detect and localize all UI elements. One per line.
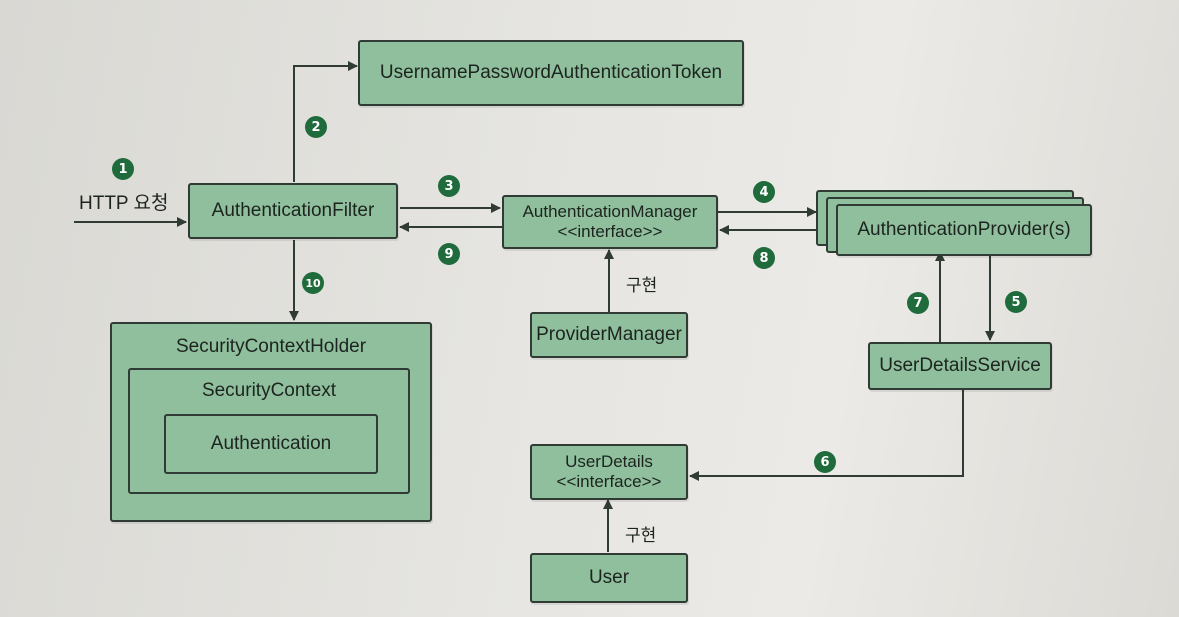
step-4-badge: 4 [753, 181, 775, 203]
user-box: User [530, 553, 688, 603]
authentication-filter-box: AuthenticationFilter [188, 183, 398, 239]
step-6-badge: 6 [814, 451, 836, 473]
http-request-label: HTTP 요청 [79, 193, 169, 214]
security-context-box: SecurityContext Authentication [128, 368, 410, 494]
authentication-filter-label: AuthenticationFilter [211, 200, 375, 222]
step-9-badge: 9 [438, 243, 460, 265]
user-label: User [588, 567, 630, 589]
token-label: UsernamePasswordAuthenticationToken [379, 62, 723, 84]
step-7-badge: 7 [907, 292, 929, 314]
arrow-step2-to-token [293, 61, 358, 182]
step-1-badge: 1 [112, 158, 134, 180]
step-3-badge: 3 [438, 175, 460, 197]
user-details-label: UserDetails [565, 452, 653, 472]
user-details-stereotype: <<interface>> [556, 472, 662, 491]
implements-user-label: 구현 [625, 526, 657, 545]
user-details-service-box: UserDetailsService [868, 342, 1052, 390]
authentication-manager-box: AuthenticationManager <<interface>> [502, 195, 718, 249]
implements-manager-label: 구현 [626, 276, 658, 295]
user-details-box: UserDetails <<interface>> [530, 444, 688, 500]
step-8-badge: 8 [753, 247, 775, 269]
step-5-badge: 5 [1005, 291, 1027, 313]
security-context-label: SecurityContext [201, 380, 337, 401]
authentication-provider-box: AuthenticationProvider(s) [836, 204, 1092, 256]
authentication-box: Authentication [164, 414, 378, 474]
authentication-provider-label: AuthenticationProvider(s) [857, 219, 1071, 241]
step-10-badge: 10 [302, 272, 324, 294]
provider-manager-box: ProviderManager [530, 312, 688, 358]
security-context-holder-box: SecurityContextHolder SecurityContext Au… [110, 322, 432, 522]
arrow-step6-to-userdetails [689, 390, 964, 481]
security-context-holder-label: SecurityContextHolder [175, 336, 367, 357]
provider-manager-label: ProviderManager [536, 324, 682, 346]
authentication-manager-label: AuthenticationManager [522, 202, 698, 222]
authentication-manager-stereotype: <<interface>> [557, 222, 663, 241]
token-box: UsernamePasswordAuthenticationToken [358, 40, 744, 106]
user-details-service-label: UserDetailsService [879, 355, 1041, 377]
step-2-badge: 2 [305, 116, 327, 138]
authentication-label: Authentication [210, 433, 332, 455]
